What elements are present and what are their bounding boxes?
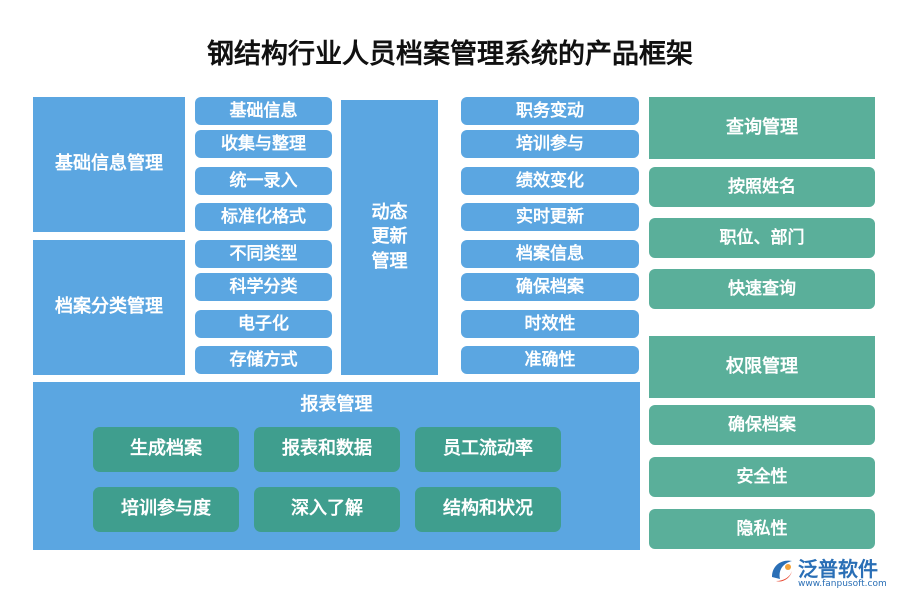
basic-item: 统一录入	[195, 167, 332, 195]
report-item: 培训参与度	[93, 487, 239, 532]
report-item: 结构和状况	[415, 487, 561, 532]
dynamic-update-line: 管理	[371, 250, 408, 272]
report-title: 报表管理	[300, 394, 373, 415]
dynamic-item: 确保档案	[461, 273, 639, 301]
section-dynamic-update: 动态 更新 管理	[341, 100, 438, 375]
basic-item: 标准化格式	[195, 203, 332, 231]
section-query: 查询管理	[649, 97, 875, 159]
report-item: 员工流动率	[415, 427, 561, 472]
classification-item: 存储方式	[195, 346, 332, 374]
brand-logo: 泛普软件 www.fanpusoft.com	[768, 553, 893, 595]
permission-item: 安全性	[649, 457, 875, 497]
basic-item: 基础信息	[195, 97, 332, 125]
query-item: 按照姓名	[649, 167, 875, 207]
dynamic-item: 绩效变化	[461, 167, 639, 195]
classification-item: 不同类型	[195, 240, 332, 268]
page-title: 钢结构行业人员档案管理系统的产品框架	[207, 39, 693, 70]
classification-item: 科学分类	[195, 273, 332, 301]
section-archive-classification: 档案分类管理	[33, 240, 185, 375]
section-archive-classification-label: 档案分类管理	[55, 296, 163, 318]
dynamic-item: 档案信息	[461, 240, 639, 268]
logo-name: 泛普软件	[798, 557, 878, 581]
dynamic-item: 实时更新	[461, 203, 639, 231]
logo-url: www.fanpusoft.com	[798, 579, 887, 589]
dynamic-item: 时效性	[461, 310, 639, 338]
report-item: 生成档案	[93, 427, 239, 472]
section-basic-info: 基础信息管理	[33, 97, 185, 232]
section-permission: 权限管理	[649, 336, 875, 398]
dynamic-item: 准确性	[461, 346, 639, 374]
dynamic-item: 培训参与	[461, 130, 639, 158]
dynamic-item: 职务变动	[461, 97, 639, 125]
report-item: 深入了解	[254, 487, 400, 532]
permission-item: 确保档案	[649, 405, 875, 445]
classification-item: 电子化	[195, 310, 332, 338]
permission-item: 隐私性	[649, 509, 875, 549]
report-item: 报表和数据	[254, 427, 400, 472]
query-item: 快速查询	[649, 269, 875, 309]
basic-item: 收集与整理	[195, 130, 332, 158]
dynamic-update-line: 动态	[371, 202, 408, 224]
section-basic-info-label: 基础信息管理	[55, 153, 163, 175]
query-item: 职位、部门	[649, 218, 875, 258]
dynamic-update-line: 更新	[371, 226, 408, 248]
logo-swirl-icon	[772, 560, 792, 582]
